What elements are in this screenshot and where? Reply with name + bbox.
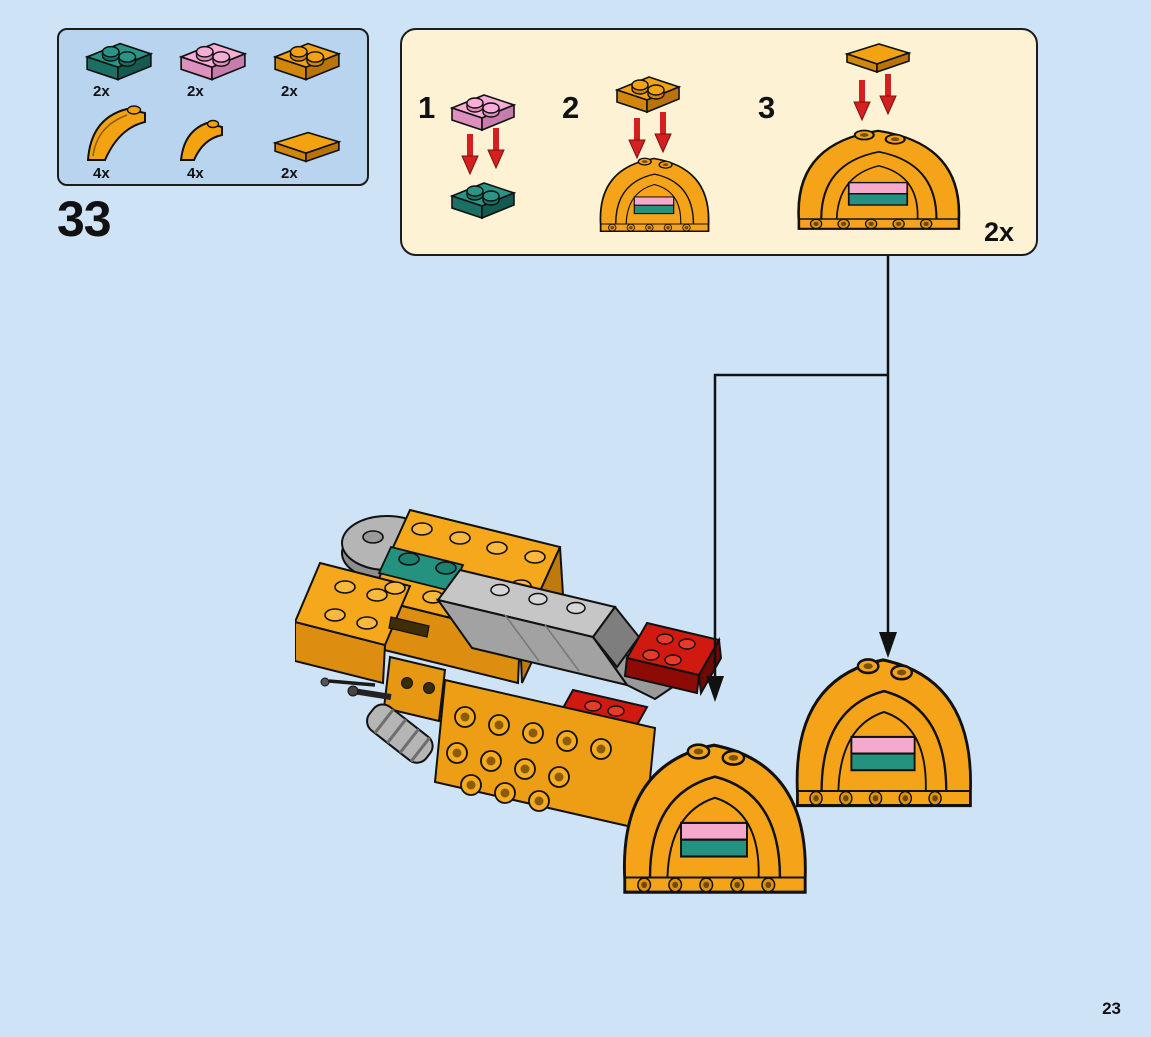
chassis-round-plates [446,706,612,812]
step2-orange-plate [616,76,680,113]
arch-small-icon [180,119,223,161]
model-chassis [347,655,657,832]
model-fender-rear [795,657,973,808]
tile-1x2-icon [274,131,340,163]
part-arch-small: 4x [177,88,263,182]
step3-fender-assembly [797,129,961,231]
part-plate-1x2-pink: 2x [177,36,263,100]
subassembly-multiplier: 2x [983,217,1014,247]
part-mudguard-arch: 4x [83,88,169,182]
part-count-label: 4x [93,165,110,182]
substep-1-label: 1 [418,90,436,125]
step2-arrow-left [629,118,645,158]
subassembly-illustration [451,43,961,233]
subassembly-box: 1 2 3 2x [400,28,1038,256]
part-tile-1x2: 2x [271,88,357,182]
step-number: 33 [57,191,112,247]
substep-3-label: 3 [758,90,776,125]
step3-arrow-left [854,80,870,120]
part-count-label: 2x [281,83,298,100]
plate-1x2-teal-icon [86,42,152,81]
step1-teal-plate [451,182,515,219]
step1-pink-plate [451,94,515,131]
mudguard-arch-icon [87,105,146,161]
part-plate-1x2-teal: 2x [83,36,169,100]
part-plate-1x2-orange: 2x [271,36,357,100]
step1-arrow-right [488,128,504,168]
part-count-label: 2x [281,165,298,182]
step2-fender-assembly [599,157,710,233]
parts-callout-box: 2x 2x 2x 4x 4x [57,28,369,186]
plate-1x2-pink-icon [180,42,246,81]
model-exhaust [366,703,434,764]
substep-2-label: 2 [562,90,580,125]
step1-arrow-left [462,134,478,174]
step3-orange-tile [846,43,910,73]
main-model-illustration [295,508,973,894]
plate-1x2-orange-icon [274,42,340,81]
step2-arrow-right [655,112,671,152]
part-count-label: 2x [187,83,204,100]
page-number: 23 [1102,999,1121,1018]
part-count-label: 4x [187,165,204,182]
step3-arrow-right [880,74,896,114]
part-count-label: 2x [93,83,110,100]
